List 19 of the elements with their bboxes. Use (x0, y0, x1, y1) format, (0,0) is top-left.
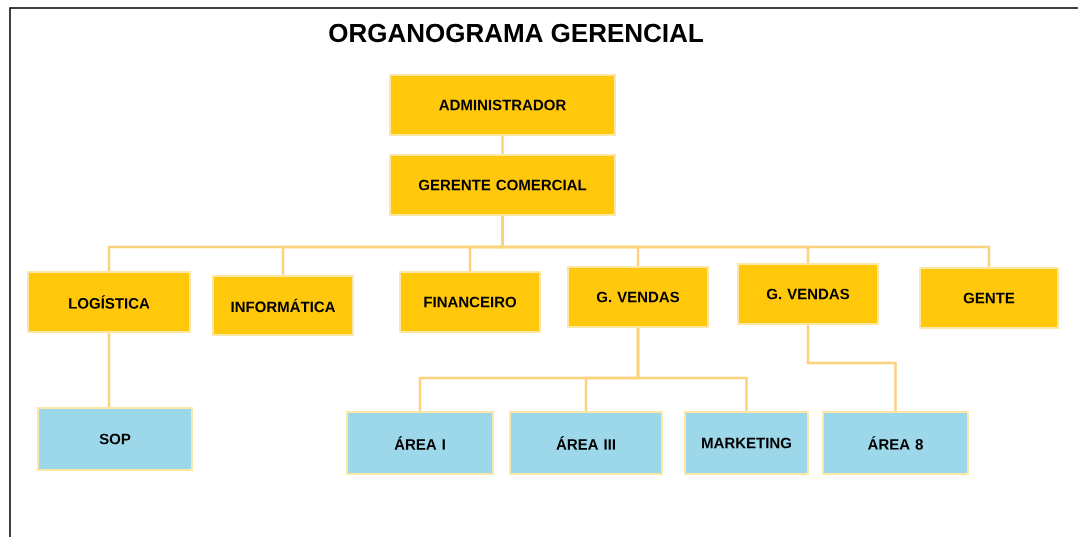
department-box: G. VENDAS (737, 263, 879, 325)
department-box: GERENTE COMERCIAL (389, 154, 616, 216)
department-box: G. VENDAS (567, 266, 709, 328)
department-box: GENTE (919, 267, 1059, 329)
connector-line (636, 328, 748, 411)
department-box: FINANCEIRO (399, 271, 541, 333)
area-box: SOP (37, 407, 193, 471)
area-box: MARKETING (684, 411, 809, 475)
department-box: LOGÍSTICA (27, 271, 191, 333)
area-box: ÁREA I (346, 411, 494, 475)
area-box: ÁREA III (509, 411, 663, 475)
connector-line (501, 216, 991, 267)
department-box: ADMINISTRADOR (389, 74, 616, 136)
area-box: ÁREA 8 (822, 411, 969, 475)
connector-line (501, 136, 504, 154)
department-box: INFORMÁTICA (212, 275, 354, 336)
connector-line (806, 325, 897, 411)
connector-line (107, 333, 111, 407)
title: ORGANOGRAMA GERENCIAL (329, 23, 703, 43)
